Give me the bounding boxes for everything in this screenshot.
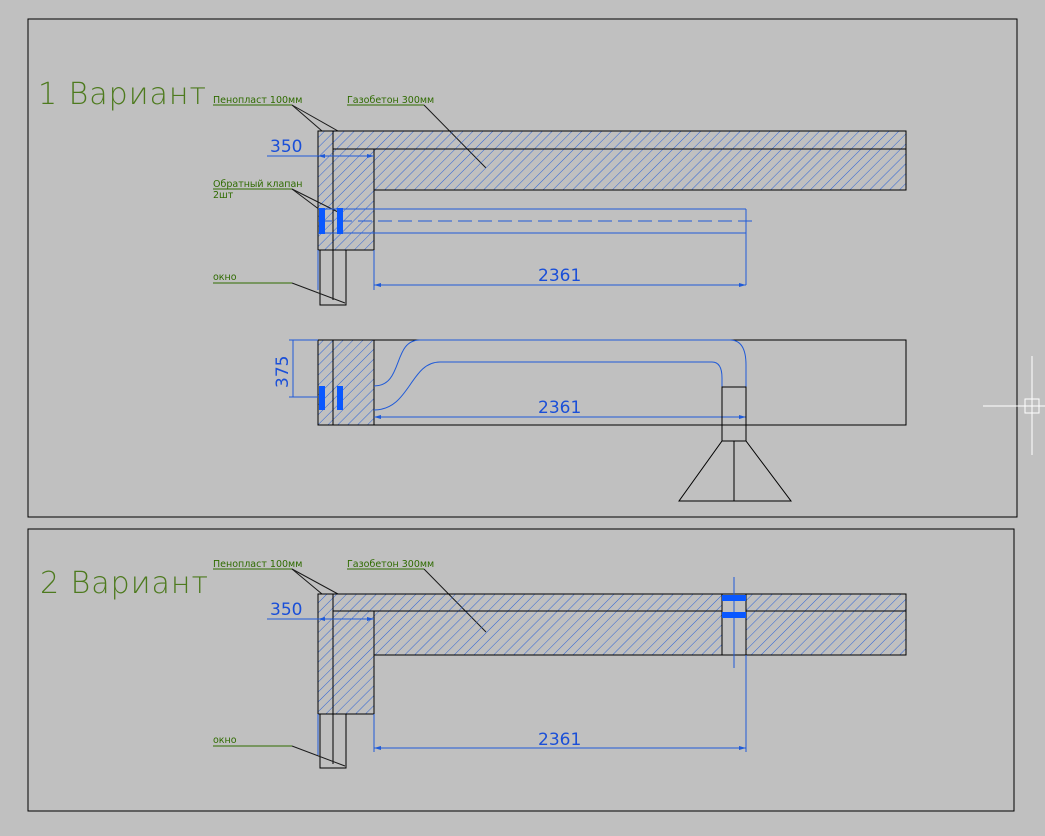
valve-2a: [319, 386, 325, 410]
dim-arrow-5a: [374, 746, 381, 750]
leader-foam-b-1: [291, 104, 339, 132]
dim-duct-length-2: 2361: [538, 398, 581, 418]
hood-duct: [721, 386, 747, 442]
label-window-1: окно: [213, 272, 237, 283]
dim-arrow-2b: [739, 283, 746, 287]
dim-arrow-1a: [318, 154, 325, 158]
duct-curve-outer: [373, 339, 747, 387]
wall-concrete-lower: [332, 339, 375, 426]
dim-arrow-3b: [739, 415, 746, 419]
leader-foam-b-2: [291, 568, 339, 595]
leader-valve-a: [291, 188, 321, 211]
duct-curve-inner: [373, 361, 723, 411]
concrete-horizontal-1: [373, 148, 907, 191]
variant-2-title: 2 Вариант: [40, 566, 209, 601]
concrete-horizontal-2: [373, 610, 907, 656]
frame-variant-2: [27, 528, 1015, 812]
label-concrete-2: Газобетон 300мм: [347, 559, 434, 570]
variant-1-title: 1 Вариант: [38, 77, 207, 112]
valve-3a: [722, 595, 746, 601]
dim-duct-length-3: 2361: [538, 730, 581, 750]
dim-arrow-5b: [739, 746, 746, 750]
label-window-2: окно: [213, 735, 237, 746]
label-concrete-1: Газобетон 300мм: [347, 95, 434, 106]
label-valve-1: Обратный клапан: [213, 179, 303, 190]
leader-foam-a-2: [291, 568, 323, 595]
cursor-pickbox: [1024, 398, 1040, 414]
dim-duct-length-1: 2361: [538, 266, 581, 286]
dim-arrow-4b: [367, 617, 374, 621]
leader-window-2: [291, 745, 346, 767]
foam-horizontal-1: [332, 130, 907, 150]
label-foam-1: Пенопласт 100мм: [213, 95, 302, 106]
hood-cone: [678, 440, 792, 502]
leader-valve-b: [291, 188, 339, 213]
valve-3b: [722, 612, 746, 618]
dim-arrow-4a: [318, 617, 325, 621]
leader-window-1: [291, 282, 346, 304]
dim-arrow-1b: [367, 154, 374, 158]
leader-foam-a-1: [291, 104, 323, 132]
wall-foam-vertical-2: [317, 593, 334, 715]
dim-arrow-3a: [374, 415, 381, 419]
wall-foam-lower: [317, 339, 334, 426]
room-outline-1: [317, 339, 907, 426]
valve-1b: [337, 208, 343, 234]
dim-height-1: 375: [273, 356, 293, 388]
frame-variant-1: [27, 18, 1018, 518]
wall-concrete-vertical-1: [332, 148, 375, 251]
valve-2b: [337, 386, 343, 410]
wall-concrete-vertical-2: [332, 610, 375, 715]
dim-arrow-2a: [374, 283, 381, 287]
dim-wall-1: 350: [270, 137, 302, 157]
label-foam-2: Пенопласт 100мм: [213, 559, 302, 570]
dim-wall-2: 350: [270, 600, 302, 620]
foam-horizontal-2: [332, 593, 907, 612]
valve-1a: [319, 208, 325, 234]
label-valve-2: 2шт: [213, 190, 234, 201]
